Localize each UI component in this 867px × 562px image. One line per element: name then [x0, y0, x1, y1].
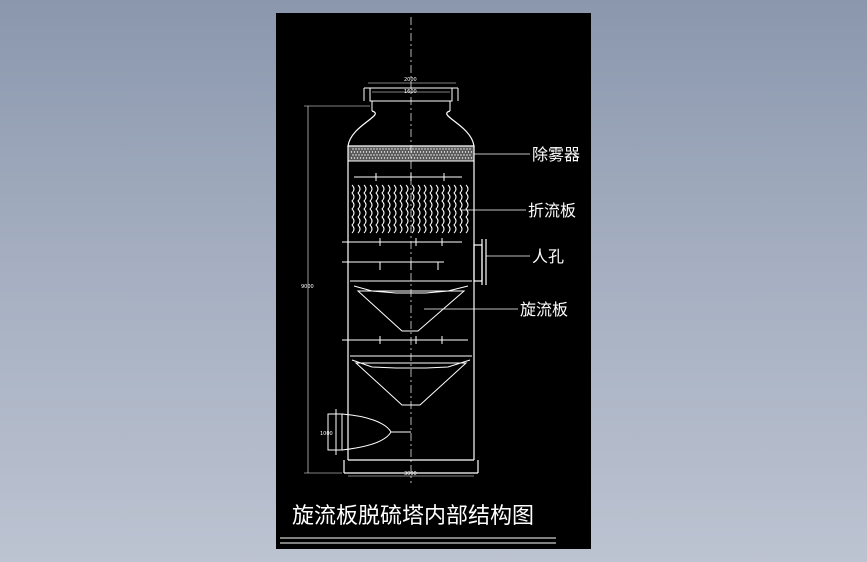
baffle-plates — [351, 184, 469, 234]
top-inner-dimension: 1600 — [404, 89, 417, 95]
manhole-label: 人孔 — [532, 247, 564, 266]
spray-header-lower — [342, 336, 468, 344]
top-dimension — [368, 82, 456, 93]
inlet-dimension: 1000 — [320, 431, 333, 437]
demister-pattern — [350, 148, 473, 159]
base-dimension: 3000 — [404, 471, 417, 477]
drawing-title: 旋流板脱硫塔内部结构图 — [292, 504, 534, 529]
manhole — [473, 239, 487, 285]
tower-shell — [343, 146, 479, 474]
spray-header-top — [354, 173, 462, 181]
top-outer-dimension: 2000 — [404, 77, 417, 83]
upper-swirl-plate — [350, 280, 472, 332]
spray-header-middle — [342, 238, 462, 270]
height-dimension-line — [304, 105, 370, 474]
swirl-plate-label: 旋流板 — [520, 300, 568, 319]
demister-label: 除雾器 — [532, 145, 580, 164]
top-outlet — [363, 87, 459, 111]
demister-layer — [348, 146, 474, 161]
drawing-sheet: 2000 1600 — [276, 13, 591, 549]
gas-inlet — [327, 409, 411, 455]
demister-outline — [347, 145, 475, 162]
lower-swirl-plate — [350, 355, 472, 406]
tower-drawing: 2000 1600 — [280, 17, 580, 544]
baffle-label: 折流板 — [528, 201, 576, 220]
height-dimension: 9000 — [301, 284, 314, 290]
